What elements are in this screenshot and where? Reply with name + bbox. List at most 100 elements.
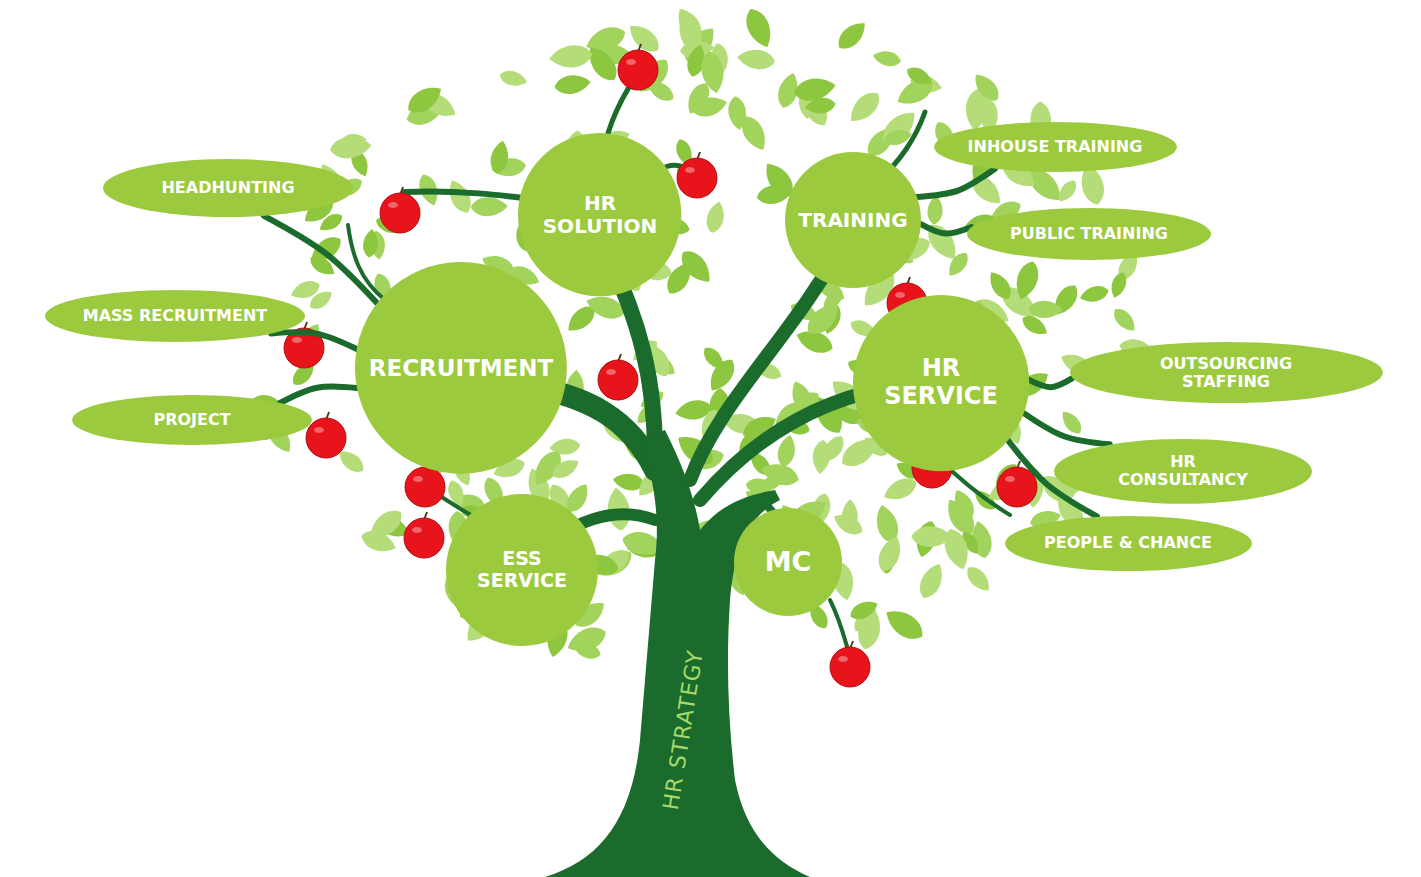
leaf	[682, 79, 714, 118]
service-oval: PUBLIC TRAINING	[967, 208, 1211, 260]
leaf	[553, 72, 592, 96]
leaf	[844, 87, 885, 128]
node-text: MASS RECRUITMENT	[83, 307, 268, 325]
node-label: PROJECT	[153, 411, 230, 429]
node-label: HR SERVICE	[871, 355, 1011, 410]
apple	[404, 512, 444, 558]
node-label: MC	[765, 546, 812, 577]
apple	[618, 44, 658, 90]
node-fill	[1005, 516, 1252, 571]
node-label: TRAINING	[798, 209, 907, 232]
leaf	[741, 5, 777, 52]
service-circle: ESS SERVICE	[446, 494, 598, 646]
apple-shine	[413, 476, 423, 482]
leaf	[904, 63, 936, 89]
leaf	[940, 526, 974, 573]
node-text: OUTSOURCING STAFFING	[1141, 355, 1311, 392]
node-label: HR SOLUTION	[535, 192, 665, 238]
leaf	[444, 177, 476, 217]
apple-body	[404, 518, 444, 558]
apple-shine	[838, 656, 848, 662]
leaf	[364, 504, 407, 545]
leaf	[316, 210, 345, 235]
apple	[677, 152, 717, 198]
service-oval: HR CONSULTANCY	[1054, 439, 1312, 504]
leaf	[362, 228, 380, 258]
leaf	[704, 199, 728, 234]
node-fill	[853, 295, 1029, 471]
apple-body	[997, 467, 1037, 507]
node-label: OUTSOURCING STAFFING	[1141, 355, 1311, 392]
node-label: HEADHUNTING	[161, 179, 294, 197]
node-text: PROJECT	[153, 411, 230, 429]
leaf	[329, 135, 373, 160]
node-text: HR CONSULTANCY	[1108, 453, 1258, 490]
node-label: RECRUITMENT	[369, 355, 553, 381]
branch-connector	[271, 332, 357, 349]
leaf	[985, 268, 1016, 303]
node-fill	[518, 133, 681, 296]
service-circle: MC	[734, 508, 842, 616]
apple-body	[830, 647, 870, 687]
node-text: PUBLIC TRAINING	[1010, 225, 1168, 243]
apple-shine	[685, 167, 695, 173]
leaf	[871, 48, 902, 68]
node-fill	[967, 208, 1211, 260]
node-label: ESS SERVICE	[467, 548, 577, 592]
service-circle: TRAINING	[785, 152, 921, 288]
apple-shine	[388, 202, 398, 208]
service-oval: PEOPLE & CHANCE	[1005, 516, 1252, 571]
leaf	[1078, 283, 1110, 305]
leaf	[572, 640, 603, 662]
node-label: HR CONSULTANCY	[1108, 453, 1258, 490]
leaf	[549, 455, 582, 482]
service-circle: RECRUITMENT	[355, 262, 567, 474]
apple-body	[405, 467, 445, 507]
leaf	[880, 603, 928, 645]
node-label: INHOUSE TRAINING	[968, 138, 1143, 156]
apple-shine	[292, 337, 302, 343]
node-text: HR SERVICE	[871, 355, 1011, 410]
leaf	[1108, 270, 1129, 300]
apple-shine	[314, 427, 324, 433]
leaf	[915, 560, 948, 602]
node-fill	[1054, 439, 1312, 504]
node-fill	[785, 152, 921, 288]
leaf	[758, 459, 801, 489]
leaf	[1055, 177, 1081, 205]
leaf	[962, 562, 994, 595]
apple	[598, 354, 638, 400]
node-fill	[734, 508, 842, 616]
service-oval: INHOUSE TRAINING	[934, 122, 1177, 172]
node-text: MC	[765, 546, 812, 577]
apple-body	[380, 193, 420, 233]
apple-shine	[1005, 476, 1015, 482]
service-circle: HR SERVICE	[853, 295, 1029, 471]
service-circle: HR SOLUTION	[518, 133, 681, 296]
service-oval: PROJECT	[72, 395, 312, 445]
apple-shine	[895, 292, 905, 298]
leaf	[582, 41, 623, 86]
leaf	[1110, 304, 1140, 335]
node-fill	[934, 122, 1177, 172]
branch-connector	[1029, 378, 1072, 387]
leaf	[833, 17, 871, 54]
leaf	[488, 139, 511, 175]
apple-shine	[626, 59, 636, 65]
leaf	[288, 277, 322, 302]
leaf	[874, 533, 906, 575]
branch-connector	[264, 216, 377, 303]
apple-body	[677, 158, 717, 198]
service-oval: HEADHUNTING	[103, 159, 353, 217]
leaf	[736, 48, 776, 72]
node-label: PEOPLE & CHANCE	[1044, 534, 1212, 552]
trunk-label: HR STRATEGY	[658, 648, 708, 812]
tree-branch	[405, 192, 540, 200]
leaf	[498, 68, 529, 89]
apple	[284, 322, 324, 368]
branch-connector	[921, 224, 972, 234]
leaf	[842, 499, 858, 530]
apple-group	[284, 44, 1037, 687]
apple-body	[618, 50, 658, 90]
